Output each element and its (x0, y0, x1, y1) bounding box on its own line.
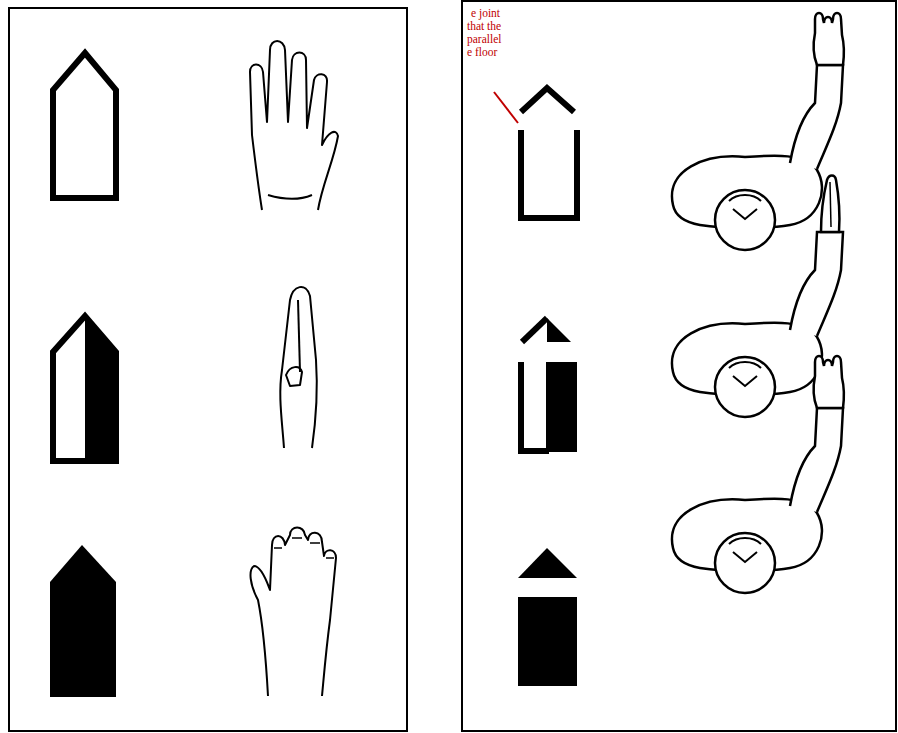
edge-symbol (53, 316, 116, 461)
callout-note: parallel (467, 33, 501, 46)
arm-palm-symbol (521, 88, 577, 218)
arm-palm-figure (672, 13, 844, 250)
palm-hand (250, 41, 338, 210)
palm-symbol (53, 53, 116, 198)
callout-note: e joint (471, 7, 500, 20)
arm-edge-symbol (521, 318, 577, 452)
leader-line (494, 92, 518, 123)
left-panel (9, 8, 407, 731)
callout-note: e floor (467, 46, 497, 59)
back-hand (251, 528, 336, 697)
right-panel (462, 1, 896, 731)
arm-back-figure (672, 356, 844, 593)
edge-hand (280, 287, 316, 448)
callout-note: that the (467, 20, 501, 33)
arm-edge-figure (672, 176, 843, 418)
arm-back-symbol (518, 548, 577, 686)
back-symbol (50, 545, 116, 697)
